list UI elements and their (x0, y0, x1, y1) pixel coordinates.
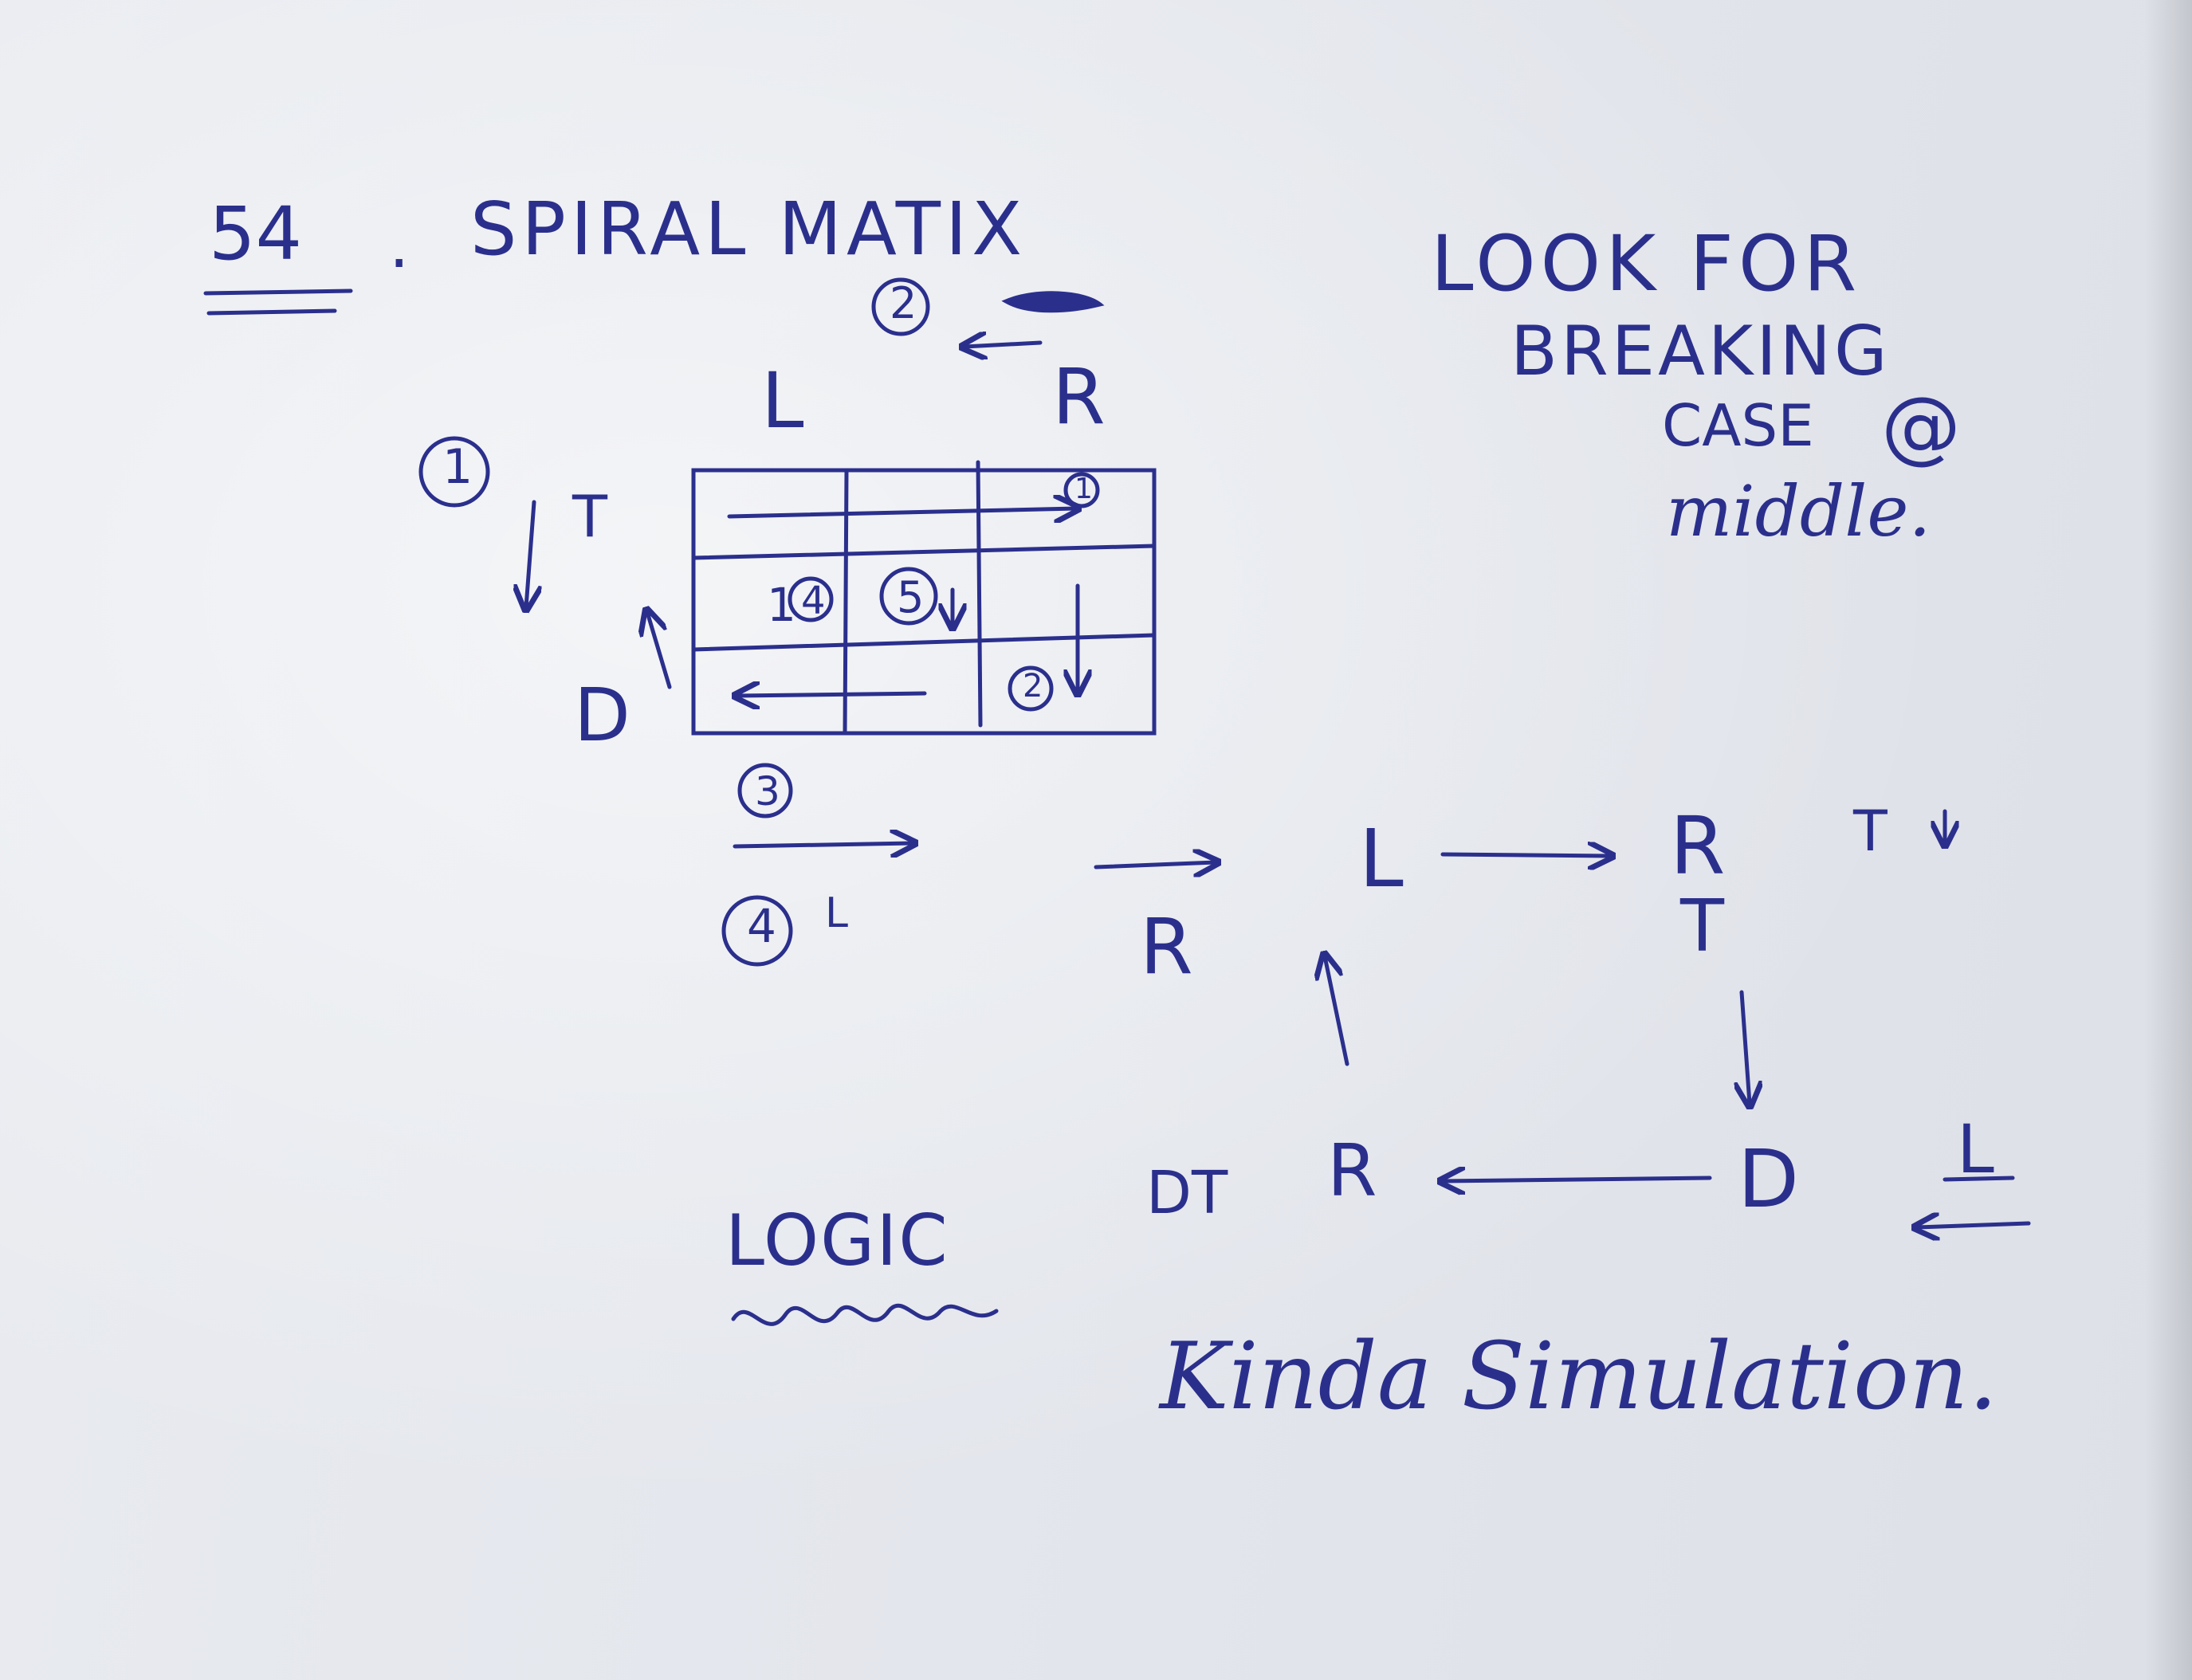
step-4-left-label: L (825, 889, 848, 937)
cycle-right-top-label: R (1670, 799, 1726, 893)
footer-note: Kinda Simulation. (1160, 1323, 1998, 1431)
step-1-label: 1 (442, 439, 473, 495)
top-pointer-label: T (572, 483, 607, 550)
cell-mark-2: 2 (1023, 668, 1043, 705)
number-underline (203, 289, 353, 296)
arrow-r-to-l (1094, 862, 1216, 867)
cycle-top-label: T (1680, 885, 1724, 968)
step-1-circle (418, 436, 490, 508)
arrow-r-up (1325, 956, 1349, 1066)
l-bar-under (1943, 1176, 2015, 1182)
step-3-label: 3 (755, 768, 780, 814)
step-3-circle (737, 763, 793, 818)
cycle-down-label: D (1738, 1132, 1800, 1226)
arrow-step-2 (964, 343, 1043, 347)
cycle-left-corner-label: L (1957, 1110, 1994, 1188)
page-edge-shadow (2144, 0, 2192, 1680)
cell-circle-4 (788, 576, 834, 622)
note-line-3: CASE (1662, 392, 1814, 459)
cell-mark-4: 4 (801, 579, 826, 623)
cycle-right-left-label: R (1140, 902, 1193, 991)
arrow-up-near-down (647, 612, 672, 689)
cell-circle-2 (1008, 665, 1054, 712)
note-line-1: LOOK FOR (1431, 219, 1862, 308)
matrix-grid (691, 468, 1157, 736)
right-pointer-label: R (1052, 352, 1106, 442)
step-4-circle (721, 895, 793, 967)
heading-dot: . (389, 208, 410, 282)
cycle-top-corner-label: T (1853, 799, 1888, 864)
note-line-2: BREAKING (1510, 312, 1891, 391)
cycle-dt-label: DT (1146, 1159, 1228, 1227)
arrow-down-near-top (526, 500, 534, 607)
cell-mark-5: 5 (897, 572, 925, 622)
grid-row-line-1 (691, 544, 1157, 560)
logic-heading: LOGIC (725, 1199, 949, 1282)
grid-row-line-2 (691, 633, 1157, 652)
note-line-4: middle. (1666, 470, 1931, 552)
down-pointer-label: D (574, 673, 630, 758)
arrow-l-left (1917, 1223, 2031, 1227)
arrow-step-3 (733, 843, 913, 846)
cell-circle-1 (1063, 472, 1100, 508)
step-4-label: 4 (747, 899, 776, 953)
number-underline-2 (206, 308, 337, 316)
cell-circle-5 (879, 567, 938, 626)
arrow-d-to-r (1443, 1178, 1712, 1181)
logic-squiggle (731, 1303, 999, 1326)
arrow-t-to-d (1742, 990, 1750, 1104)
cycle-left-label: L (1359, 812, 1404, 905)
cycle-right-bottom-label: R (1327, 1129, 1377, 1213)
grid-arrow-right (727, 508, 1076, 516)
scribble-mark (1001, 291, 1105, 313)
left-pointer-label: L (761, 356, 804, 446)
arrow-l-to-r (1440, 854, 1610, 856)
step-2-circle (871, 277, 930, 336)
problem-number: 54 (209, 191, 303, 277)
grid-col-line-2 (976, 460, 983, 728)
step-2-label: 2 (890, 278, 917, 328)
page-title: SPIRAL MATIX (470, 186, 1027, 272)
grid-arrow-left (737, 693, 927, 696)
note-at-sign: @ (1881, 379, 1961, 473)
